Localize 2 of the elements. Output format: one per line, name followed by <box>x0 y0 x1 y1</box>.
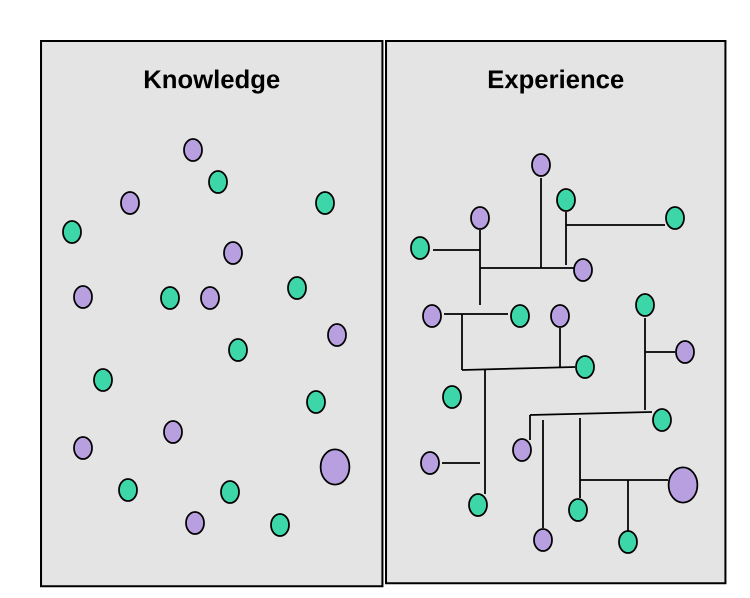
panel: Knowledge <box>40 40 384 588</box>
panel: Experience <box>385 40 726 584</box>
